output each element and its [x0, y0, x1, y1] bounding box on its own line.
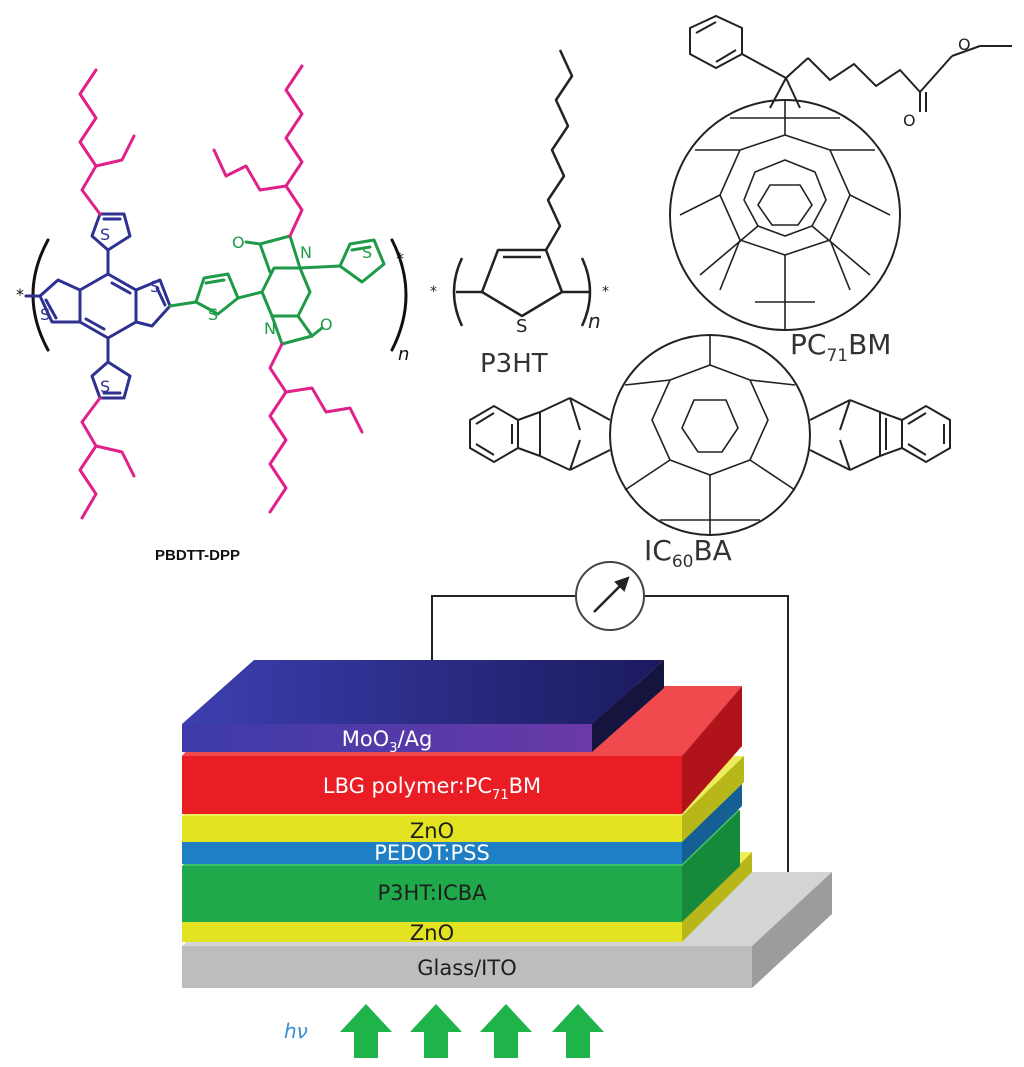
nitrogen-label: N [264, 319, 276, 338]
ic60ba-structure [469, 334, 951, 536]
label-lbg-polymer: LBG polymer:PC71BM [323, 774, 541, 803]
end-star: * [602, 284, 609, 300]
ic60ba-name: IC60BA [644, 534, 732, 572]
sulfur-label: S [100, 225, 110, 244]
label-moo3-ag: MoO3/Ag [342, 727, 433, 756]
nitrogen-label: N [300, 243, 312, 262]
light-arrow-icon [552, 1004, 604, 1058]
illumination-arrows [340, 1004, 604, 1058]
oxygen-label: O [903, 111, 916, 130]
oxygen-label: O [320, 315, 333, 334]
sulfur-label: S [362, 243, 372, 262]
end-star: * [396, 249, 404, 268]
sulfur-label: S [40, 305, 50, 324]
sulfur-label: S [100, 377, 110, 396]
sulfur-label: S [150, 277, 160, 296]
label-pedot-pss: PEDOT:PSS [374, 841, 490, 865]
sulfur-label: S [208, 305, 218, 324]
pbdtt-dpp-structure [24, 64, 408, 520]
p3ht-structure [452, 49, 592, 327]
pc71bm-name: PC71BM [790, 328, 891, 366]
layer-labels: MoO3/Ag LBG polymer:PC71BM ZnO PEDOT:PSS… [323, 727, 541, 980]
right-bracket [390, 238, 408, 352]
oxygen-label: O [958, 35, 971, 54]
pc71bm-structure [669, 14, 1012, 331]
end-star: * [430, 284, 437, 300]
label-zno-top: ZnO [410, 819, 454, 843]
light-arrow-icon [410, 1004, 462, 1058]
pbdtt-dpp-atom-labels: S S S S S S N N O O * * n [16, 225, 409, 396]
label-p3ht-icba: P3HT:ICBA [377, 881, 487, 905]
sulfur-label: S [516, 316, 527, 337]
external-circuit [431, 561, 789, 880]
repeat-unit-n: n [588, 309, 601, 333]
light-arrow-icon [340, 1004, 392, 1058]
label-hv: hν [284, 1019, 308, 1043]
oxygen-label: O [232, 233, 245, 252]
light-arrow-icon [480, 1004, 532, 1058]
label-glass-ito: Glass/ITO [417, 956, 516, 980]
polymer-name: PBDTT-DPP [155, 547, 240, 564]
layer-moo3-ag [182, 660, 664, 752]
bdt-core [24, 212, 172, 400]
end-star: * [16, 285, 24, 304]
dpp-core [168, 234, 386, 346]
pc71bm-labels: O O PC71BM [790, 35, 971, 366]
p3ht-name: P3HT [480, 349, 548, 379]
repeat-unit-n: n [398, 344, 409, 365]
p3ht-labels: * * S n P3HT [430, 284, 609, 379]
alkyl-chains [78, 64, 364, 520]
label-zno-bottom: ZnO [410, 921, 454, 945]
